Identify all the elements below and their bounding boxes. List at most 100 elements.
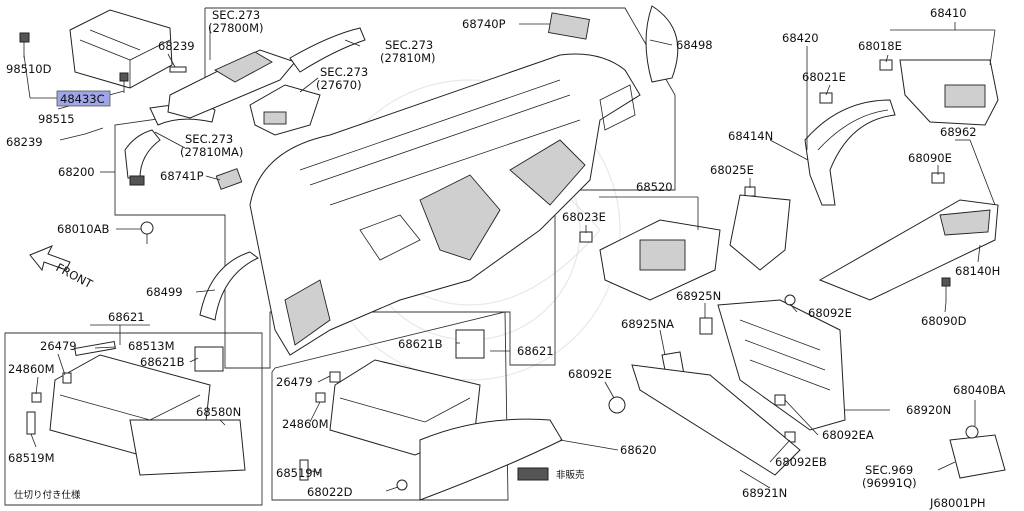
label-68023e[interactable]: 68023E <box>562 210 606 224</box>
label-68925na[interactable]: 68925NA <box>621 317 674 331</box>
label-68092e-a[interactable]: 68092E <box>808 306 852 320</box>
label-sec273-27800m-b[interactable]: (27800M) <box>208 21 263 35</box>
label-68200[interactable]: 68200 <box>58 165 95 179</box>
label-sec969-a[interactable]: SEC.969 <box>865 463 913 477</box>
label-68621-left[interactable]: 68621 <box>108 310 145 324</box>
clip-68092ea <box>774 394 786 406</box>
note-partition-spec: 仕切り付き仕様 <box>14 489 81 501</box>
label-68239-b[interactable]: 68239 <box>6 135 43 149</box>
bracket-68925n <box>699 317 713 335</box>
front-label: FRONT <box>54 260 96 291</box>
glovebox-housing-68920n <box>717 299 846 431</box>
label-68414n[interactable]: 68414N <box>728 129 773 143</box>
catalog-code: J68001PH <box>929 496 986 510</box>
label-sec273-27810m-b[interactable]: (27810M) <box>380 51 435 65</box>
clip-68239-top <box>169 66 187 73</box>
label-sec273-27810m-a[interactable]: SEC.273 <box>385 38 433 52</box>
label-68519m-right[interactable]: 68519M <box>276 466 323 480</box>
bolt-98510d <box>19 32 30 58</box>
switch-panel-68410 <box>899 59 999 126</box>
duct-27800m <box>167 49 296 119</box>
label-68740p[interactable]: 68740P <box>462 17 506 31</box>
clip-68023e <box>579 231 593 243</box>
label-48433c[interactable]: 48433C <box>60 92 105 106</box>
label-68021e[interactable]: 68021E <box>802 70 846 84</box>
label-68621b-right[interactable]: 68621B <box>398 337 443 351</box>
label-sec273-27670-b[interactable]: (27670) <box>316 78 362 92</box>
label-68239-a[interactable]: 68239 <box>158 39 195 53</box>
cluster-lid-68414n <box>804 99 896 206</box>
label-26479-right[interactable]: 26479 <box>276 375 313 389</box>
label-68140h[interactable]: 68140H <box>955 264 1000 278</box>
label-68620[interactable]: 68620 <box>620 443 657 457</box>
duct-27670 <box>249 84 321 136</box>
label-68025e[interactable]: 68025E <box>710 163 754 177</box>
label-68925n[interactable]: 68925N <box>676 289 721 303</box>
label-98510d[interactable]: 98510D <box>6 62 52 76</box>
highlighted-part-box <box>56 90 111 107</box>
label-68741p[interactable]: 68741P <box>160 169 204 183</box>
glovebox-lid-68921n <box>631 364 801 476</box>
glovebox-right-frame <box>271 311 509 501</box>
not-sold-part <box>517 467 549 481</box>
bezel-68520 <box>599 219 721 301</box>
clip-68018e <box>879 59 893 71</box>
label-68621b-left[interactable]: 68621B <box>140 355 185 369</box>
vent-68741p <box>215 168 243 190</box>
bracket-68025e <box>729 194 791 271</box>
label-68040ba[interactable]: 68040BA <box>953 383 1005 397</box>
label-24860m-right[interactable]: 24860M <box>282 417 329 431</box>
glovebox-left-frame <box>4 332 263 506</box>
label-sec969-b[interactable]: (96991Q) <box>862 476 917 490</box>
leader-lines <box>23 22 996 492</box>
label-68092ea[interactable]: 68092EA <box>822 428 874 442</box>
label-68018e[interactable]: 68018E <box>858 39 902 53</box>
vent-68740p <box>548 12 590 40</box>
part-labels: 98510D 48433C 98515 68239 68239 68200 68… <box>6 6 1005 510</box>
label-sec273-27670-a[interactable]: SEC.273 <box>320 65 368 79</box>
label-68519m-left[interactable]: 68519M <box>8 451 55 465</box>
label-68920n[interactable]: 68920N <box>906 403 951 417</box>
label-26479-left[interactable]: 26479 <box>40 339 77 353</box>
label-68513m[interactable]: 68513M <box>128 339 175 353</box>
label-68420[interactable]: 68420 <box>782 31 819 45</box>
trim-68499 <box>199 251 259 321</box>
clip-68239-bottom <box>84 127 104 135</box>
glovebox-68621-left <box>26 340 246 476</box>
label-68090e[interactable]: 68090E <box>908 151 952 165</box>
clip-68025e <box>744 186 756 197</box>
label-68499[interactable]: 68499 <box>146 285 183 299</box>
glovebox-68621-right <box>299 329 485 491</box>
instrument-panel-68200 <box>249 53 641 356</box>
bracket-68040ba <box>949 425 1006 479</box>
label-68092eb[interactable]: 68092EB <box>775 455 827 469</box>
label-24860m-left[interactable]: 24860M <box>8 362 55 376</box>
label-68921n[interactable]: 68921N <box>742 486 787 500</box>
label-98515[interactable]: 98515 <box>38 112 75 126</box>
label-68580n[interactable]: 68580N <box>196 405 241 419</box>
label-sec273-27810ma-b[interactable]: (27810MA) <box>180 145 243 159</box>
main-assembly-frame <box>114 7 676 369</box>
label-68621-right[interactable]: 68621 <box>517 344 554 358</box>
note-not-sold: 非販売 <box>556 469 585 481</box>
screw-68010ab <box>140 221 154 244</box>
label-68498[interactable]: 68498 <box>676 38 713 52</box>
front-arrow <box>29 245 71 272</box>
label-68962[interactable]: 68962 <box>940 125 977 139</box>
clip-68021e <box>819 92 833 104</box>
airbag-module <box>69 9 173 89</box>
label-sec273-27810ma-a[interactable]: SEC.273 <box>185 132 233 146</box>
label-68092e-b[interactable]: 68092E <box>568 367 612 381</box>
label-68520[interactable]: 68520 <box>636 180 673 194</box>
clip-68092e-top <box>784 294 796 306</box>
trim-68498 <box>645 5 679 83</box>
label-68410[interactable]: 68410 <box>930 6 967 20</box>
label-68090d[interactable]: 68090D <box>921 314 967 328</box>
label-68022d[interactable]: 68022D <box>307 485 353 499</box>
label-68010ab[interactable]: 68010AB <box>57 222 109 236</box>
label-sec273-27800m-a[interactable]: SEC.273 <box>212 8 260 22</box>
duct-27810m <box>289 27 366 73</box>
screw-68090d <box>941 277 951 302</box>
